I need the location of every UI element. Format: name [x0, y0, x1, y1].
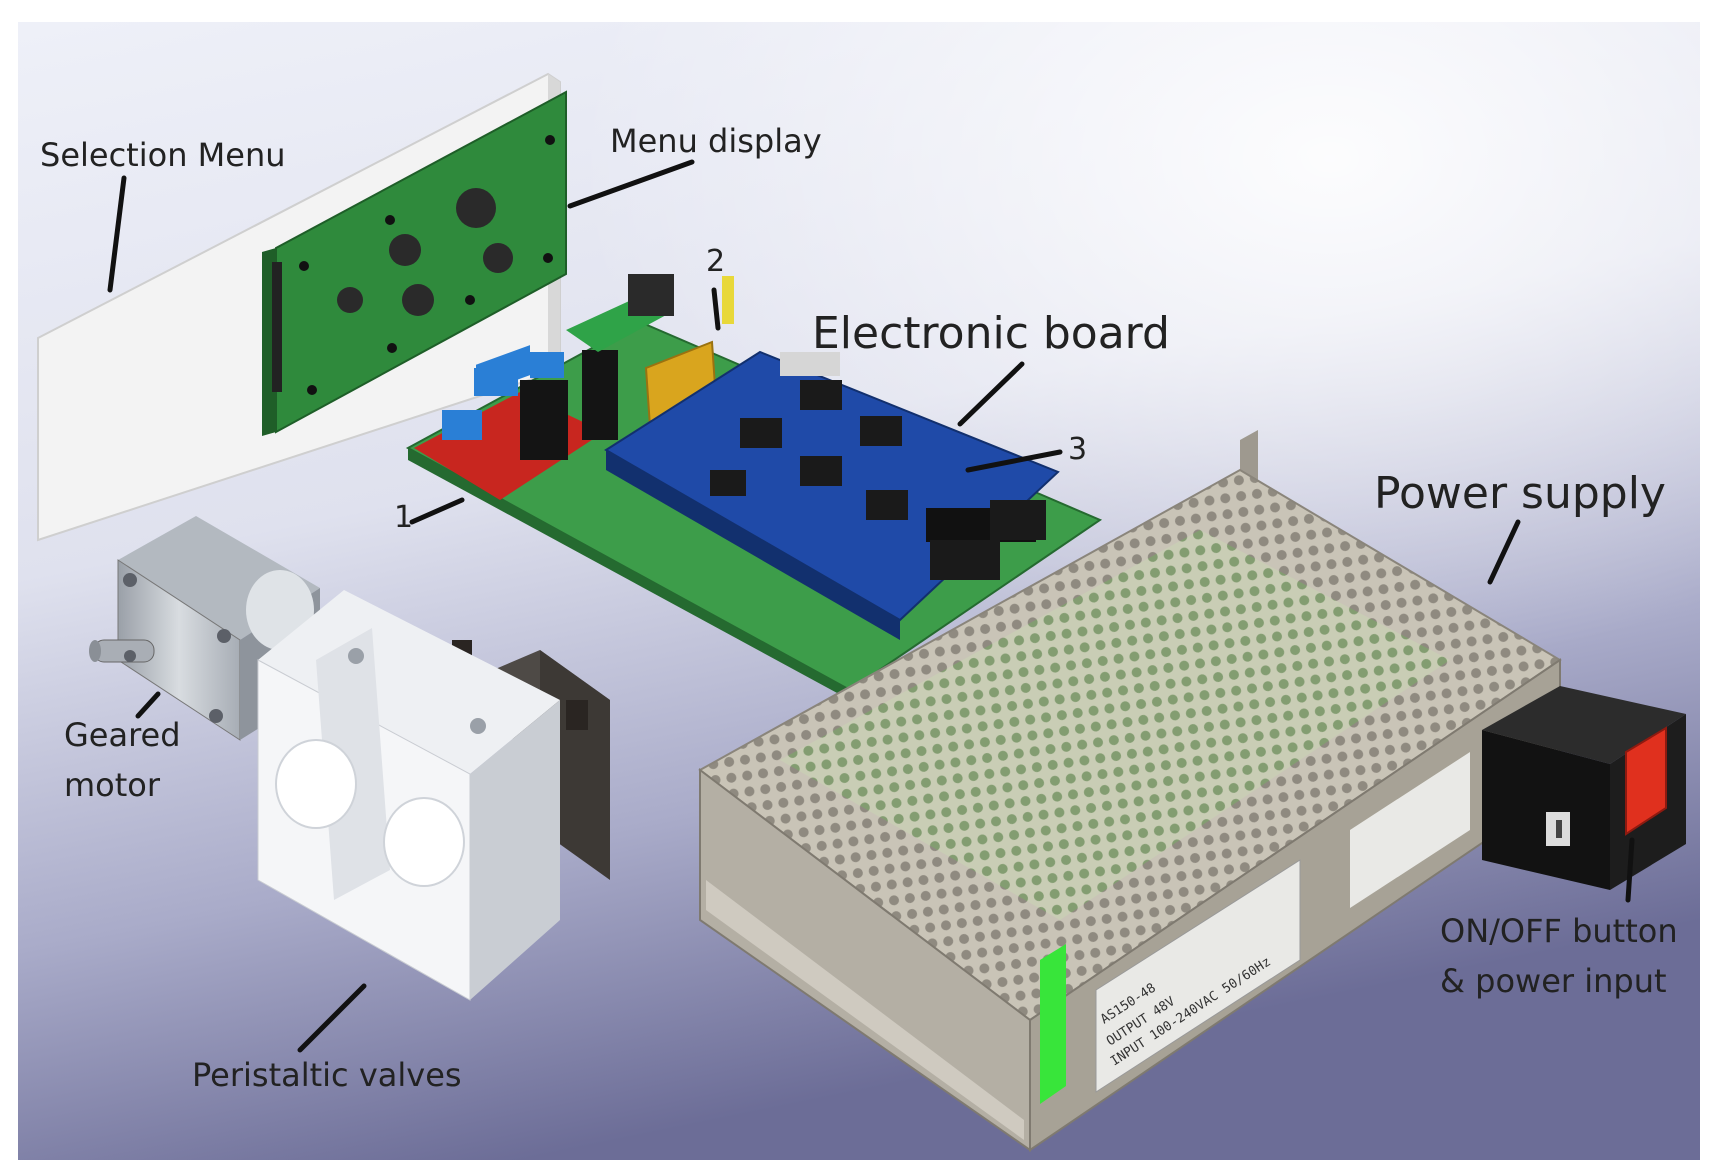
label-power-supply: Power supply: [1374, 468, 1666, 519]
label-number-2: 2: [706, 244, 726, 279]
menu-display-pcb: [262, 90, 567, 436]
peristaltic-valves: [257, 590, 610, 1001]
label-number-3: 3: [1068, 432, 1088, 467]
label-geared-motor-line2: motor: [64, 766, 161, 804]
label-peristaltic-valves: Peristaltic valves: [192, 1056, 462, 1094]
label-geared-motor-line1: Geared: [64, 716, 181, 754]
label-number-1: 1: [394, 500, 414, 535]
power-supply: [698, 430, 1562, 1152]
label-on-off-line1: ON/OFF button: [1440, 912, 1678, 950]
leader-lines: [107, 159, 1635, 1053]
label-selection-menu: Selection Menu: [40, 136, 286, 174]
on-off-switch: [1482, 686, 1686, 890]
electronic-board: [405, 274, 1103, 700]
label-menu-display: Menu display: [610, 122, 822, 160]
label-electronic-board: Electronic board: [812, 308, 1170, 359]
label-on-off-line2: & power input: [1440, 962, 1667, 1000]
